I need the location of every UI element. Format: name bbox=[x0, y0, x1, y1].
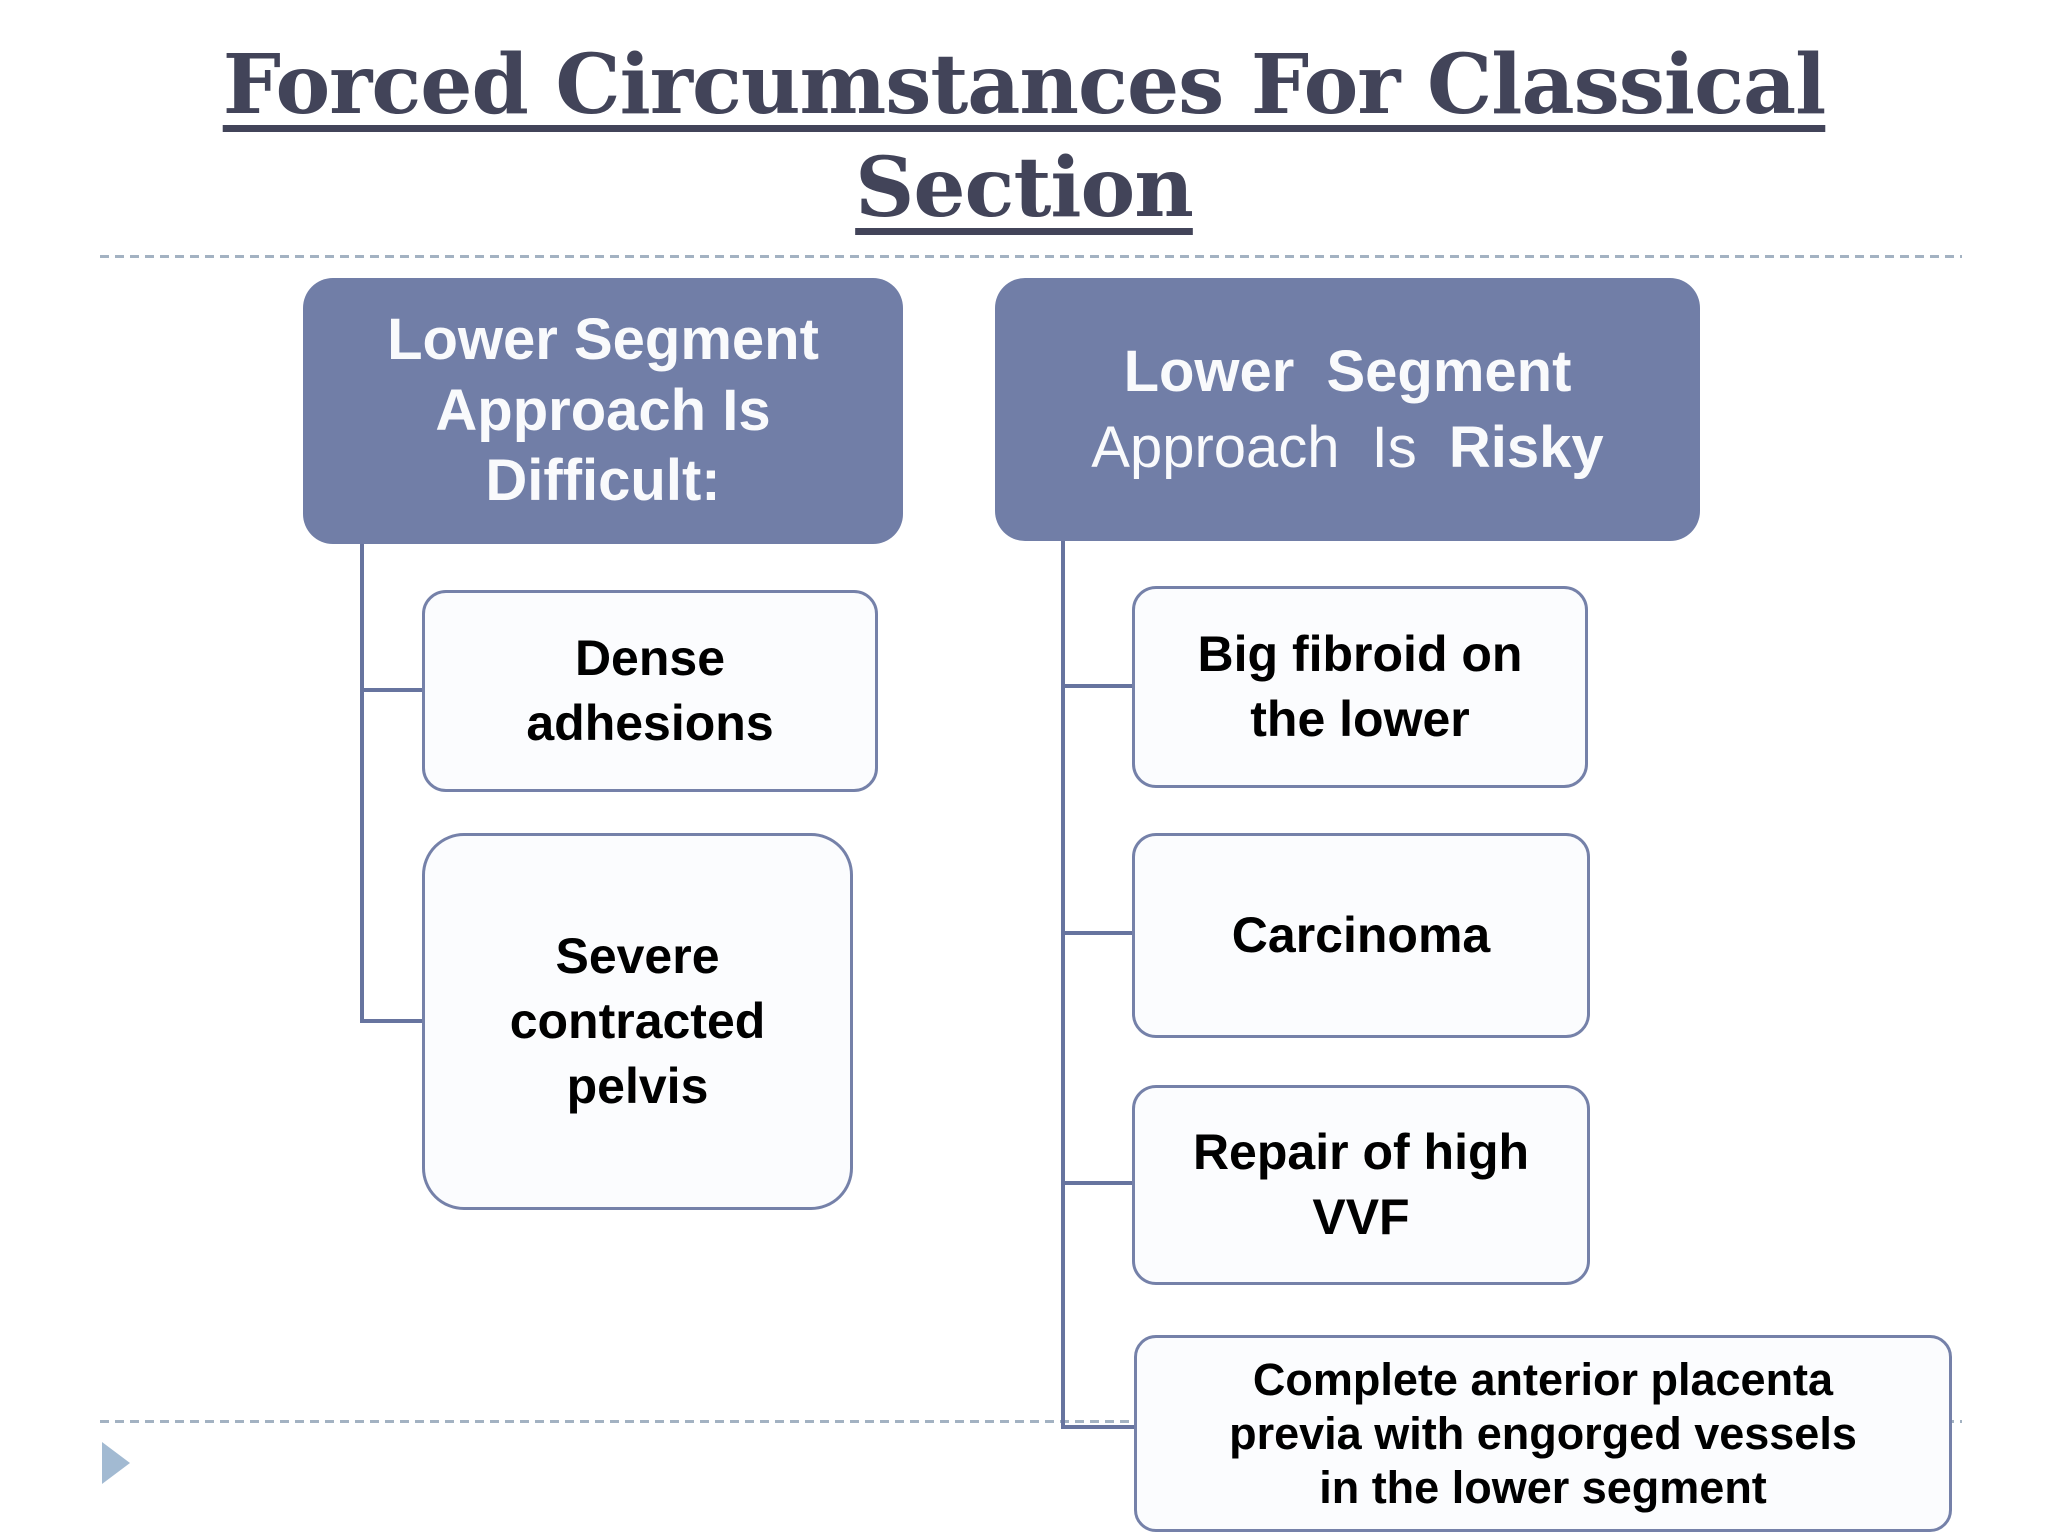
text-segment: Risky bbox=[1448, 414, 1604, 480]
connector-left-stub-severe bbox=[360, 1019, 426, 1023]
text-segment: Big fibroid on bbox=[1197, 626, 1523, 682]
text-segment: pelvis bbox=[566, 1058, 709, 1114]
text-segment: Section bbox=[855, 139, 1194, 236]
text-segment: Approach Is bbox=[1091, 414, 1449, 480]
text-segment: Forced Circumstances For Classical bbox=[222, 37, 1827, 133]
text-segment: Severe bbox=[555, 928, 720, 984]
divider-bottom bbox=[100, 1420, 1962, 1423]
text-segment: Complete anterior placenta bbox=[1252, 1353, 1834, 1405]
text-segment: contracted bbox=[509, 993, 766, 1049]
text-segment: Carcinoma bbox=[1231, 907, 1491, 963]
node-carcinoma: Carcinoma bbox=[1132, 833, 1590, 1038]
text-segment: Approach Is bbox=[435, 377, 771, 443]
text-segment: Lower Segment bbox=[1123, 339, 1572, 405]
connector-left-vertical bbox=[360, 543, 364, 1023]
connector-right-stub-carcinoma bbox=[1061, 931, 1136, 935]
text-segment: the lower bbox=[1250, 691, 1470, 747]
text-segment: Dense bbox=[574, 630, 726, 686]
connector-right-stub-vvf bbox=[1061, 1181, 1136, 1185]
text-segment: Difficult: bbox=[485, 448, 721, 514]
connector-right-vertical bbox=[1061, 540, 1065, 1429]
node-big-fibroid: Big fibroid on the lower bbox=[1132, 586, 1588, 788]
connector-right-stub-fibroid bbox=[1061, 684, 1136, 688]
text-segment: adhesions bbox=[526, 695, 774, 751]
connector-right-stub-placenta bbox=[1061, 1425, 1138, 1429]
text-segment: in the lower segment bbox=[1319, 1461, 1767, 1513]
node-severe-contracted-pelvis: Severe contracted pelvis bbox=[422, 833, 853, 1210]
text-segment: previa with engorged vessels bbox=[1229, 1407, 1857, 1459]
divider-top bbox=[100, 255, 1962, 258]
connector-left-stub-dense bbox=[360, 688, 426, 692]
text-segment: VVF bbox=[1312, 1189, 1410, 1245]
text-segment: Repair of high bbox=[1192, 1124, 1530, 1180]
node-dense-adhesions: Dense adhesions bbox=[422, 590, 878, 792]
next-slide-arrow-icon[interactable] bbox=[102, 1442, 130, 1484]
text-segment: Lower Segment bbox=[387, 306, 819, 372]
